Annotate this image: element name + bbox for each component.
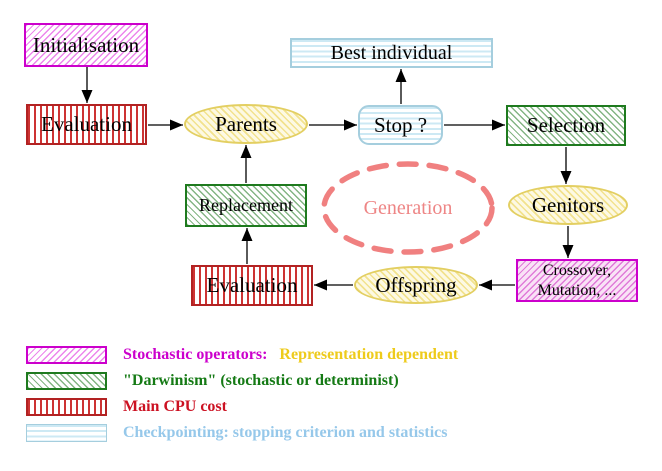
legend-swatch-red-stripes <box>26 397 107 416</box>
node-stop: Stop ? <box>358 105 443 145</box>
legend-label-checkpointing: Checkpointing: stopping criterion and st… <box>123 423 448 441</box>
node-selection: Selection <box>506 105 626 146</box>
legend-label-darwinism: "Darwinism" (stochastic or determinist) <box>123 371 399 389</box>
legend-label-representation-dependent: Representation dependent <box>279 345 459 363</box>
generation-label: Generation <box>363 196 453 219</box>
legend-swatch-green-hatch <box>26 371 107 390</box>
legend-label-main-cpu-cost: Main CPU cost <box>123 397 227 415</box>
node-initialisation: Initialisation <box>24 23 148 67</box>
crossover-line: Crossover, <box>542 261 612 279</box>
node-evaluation-bottom: Evaluation <box>191 265 313 306</box>
legend-swatch-magenta-hatch <box>26 345 107 364</box>
node-crossover-mutation: Crossover, Mutation, ... <box>516 259 638 302</box>
legend-row-stochastic: Stochastic operators: Representation dep… <box>26 345 458 364</box>
node-genitors: Genitors <box>508 185 628 225</box>
legend-row-darwinism: "Darwinism" (stochastic or determinist) <box>26 371 399 390</box>
legend-row-cpu-cost: Main CPU cost <box>26 397 227 416</box>
node-evaluation-top: Evaluation <box>26 104 147 145</box>
legend-row-checkpointing: Checkpointing: stopping criterion and st… <box>26 423 447 442</box>
generation-loop-ellipse <box>321 161 495 255</box>
node-offspring: Offspring <box>354 266 478 304</box>
node-best-individual: Best individual <box>290 38 493 68</box>
legend-swatch-cyan-stripes <box>26 423 107 442</box>
mutation-line: Mutation, ... <box>537 281 617 299</box>
node-parents: Parents <box>184 104 308 144</box>
legend-label-stochastic-operators: Stochastic operators: <box>123 345 268 363</box>
node-replacement: Replacement <box>185 184 307 227</box>
